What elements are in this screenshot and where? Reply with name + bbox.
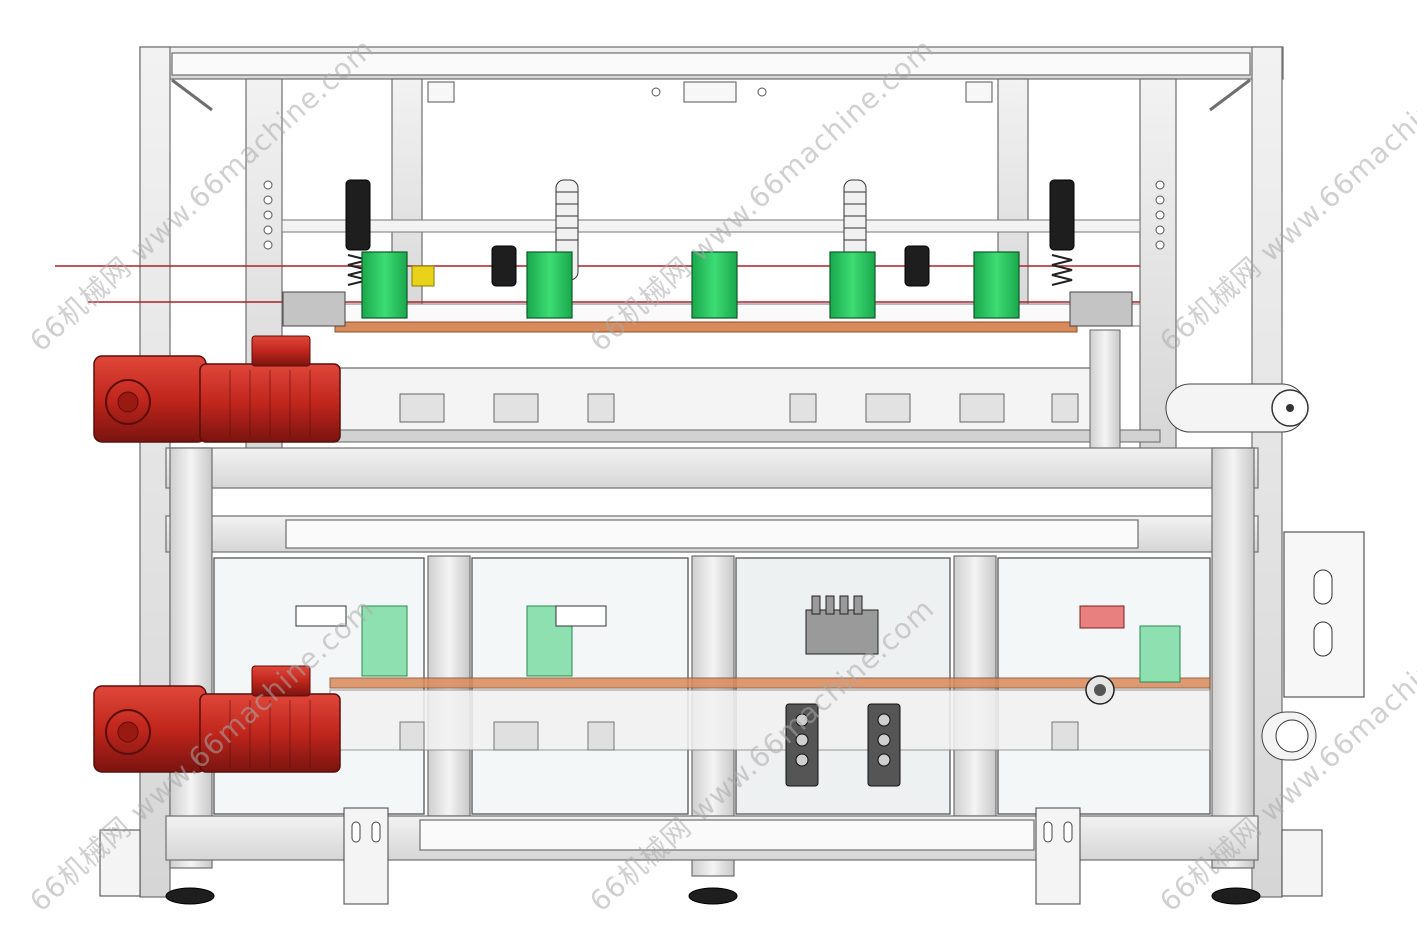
copper-strip-upper	[334, 321, 1078, 333]
valve-manifold	[805, 595, 879, 655]
lower-clamp-3	[1139, 625, 1181, 683]
clamp-1	[361, 251, 408, 319]
red-slide-block	[1079, 605, 1125, 629]
chain-links	[556, 191, 866, 241]
bracket-left	[282, 291, 346, 327]
actuator-2	[491, 245, 517, 287]
main-left-leg	[169, 447, 213, 869]
left-diagonal-brace	[171, 78, 213, 112]
terminal-box-upper	[251, 335, 311, 367]
green-clamps-upper	[361, 251, 1020, 319]
yellow-bolt-heads	[411, 265, 435, 287]
foot-3	[1211, 887, 1261, 905]
conveyor-beam	[329, 367, 1161, 443]
leveling-feet	[165, 887, 1261, 905]
foot-1	[165, 887, 215, 905]
clamp-4	[829, 251, 876, 319]
top-left-plate	[427, 81, 455, 103]
bracket-right	[1069, 291, 1133, 327]
lower-slots	[399, 721, 1079, 751]
main-crossbar-inner	[285, 519, 1139, 549]
right-diagonal-brace	[1209, 78, 1251, 112]
actuator-1	[345, 179, 371, 251]
terminal-box-lower	[251, 665, 311, 697]
main-crossbar-top	[165, 447, 1259, 489]
actuator-4	[1049, 179, 1075, 251]
main-right-leg	[1211, 447, 1255, 869]
clamp-3	[691, 251, 738, 319]
lower-slide-block-2	[555, 605, 607, 627]
knob-assembly	[1085, 675, 1115, 705]
green-clamps-lower	[361, 605, 1181, 683]
top-right-plate	[965, 81, 993, 103]
main-bottom-inner	[419, 819, 1035, 851]
mount-brackets	[282, 291, 1133, 327]
right-chain-drive	[1165, 383, 1309, 433]
io-connectors	[795, 713, 891, 767]
lower-clamp-1	[361, 605, 408, 677]
pneumatic-actuators	[345, 179, 1075, 287]
side-electrical-box	[1283, 531, 1365, 698]
foot-brackets	[99, 807, 1323, 905]
clamp-2	[526, 251, 573, 319]
actuator-3	[904, 245, 930, 287]
gear-motor-upper	[93, 335, 341, 443]
copper-strip-lower	[329, 677, 1211, 689]
clamp-5	[973, 251, 1020, 319]
gear-motor-lower	[93, 665, 341, 773]
conveyor-slots	[399, 393, 1079, 423]
lower-slide-block-1	[295, 605, 347, 627]
conveyor-vertical-post	[1089, 329, 1121, 456]
top-center-plate	[683, 81, 737, 103]
right-chain-drive-lower	[1261, 711, 1317, 761]
foot-2	[688, 887, 738, 905]
top-beam-inner	[171, 52, 1251, 76]
